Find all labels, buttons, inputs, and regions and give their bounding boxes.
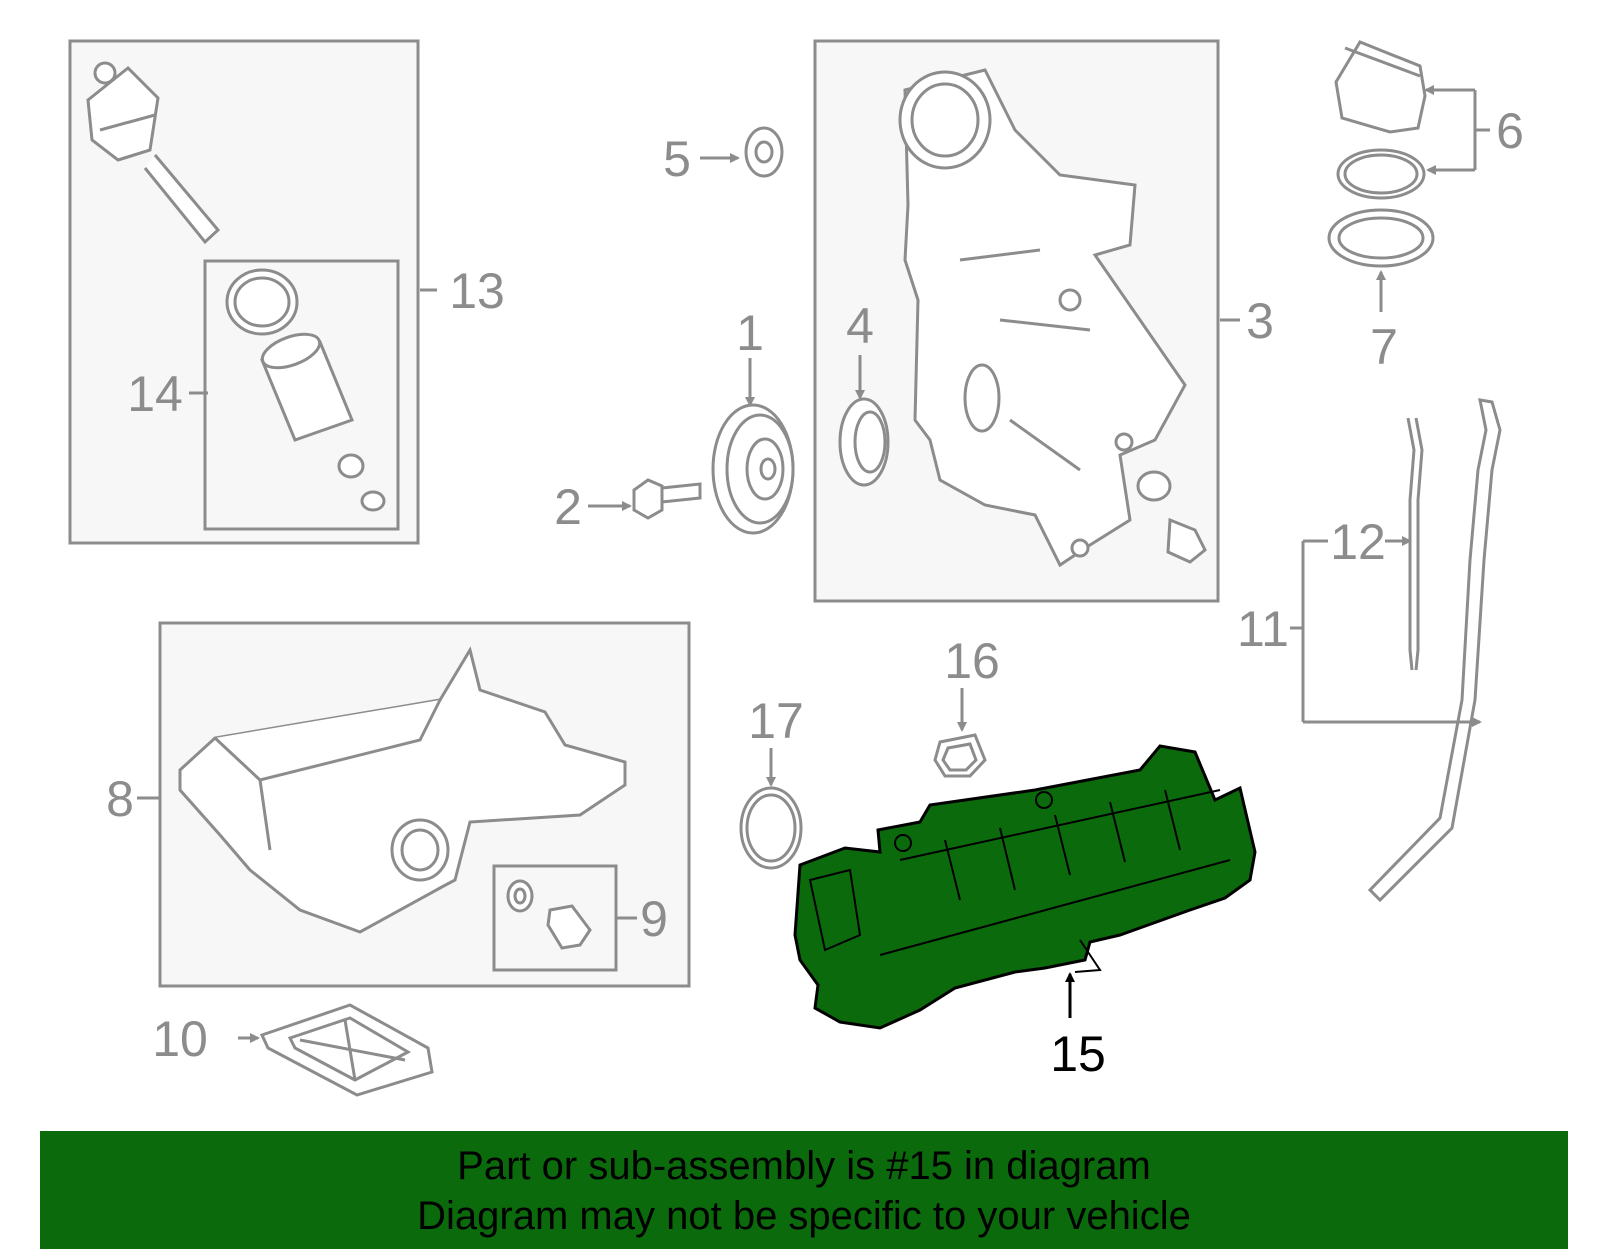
info-banner: Part or sub-assembly is #15 in diagram D… — [40, 1131, 1568, 1249]
callout-7: 7 — [1370, 319, 1398, 375]
part-11-12-dipstick — [1367, 398, 1502, 903]
part-1-pulley — [711, 403, 795, 535]
callout-2: 2 — [554, 479, 582, 535]
callout-10: 10 — [152, 1011, 208, 1067]
callout-14: 14 — [127, 366, 183, 422]
part-8-oil-pan — [178, 646, 627, 934]
callout-8: 8 — [106, 771, 134, 827]
part-7-seal-ring — [1327, 208, 1435, 268]
part-6-filler-cap — [1334, 40, 1427, 200]
callout-3: 3 — [1246, 293, 1274, 349]
banner-line-1: Part or sub-assembly is #15 in diagram — [457, 1144, 1151, 1188]
callout-4: 4 — [846, 298, 874, 354]
callout-1: 1 — [736, 305, 764, 361]
part-15-intake-manifold — [793, 744, 1257, 1030]
part-9-drain-plug — [506, 879, 592, 950]
part-3-timing-cover — [898, 68, 1207, 568]
callout-17: 17 — [748, 693, 804, 749]
part-5-plug — [744, 126, 784, 178]
callout-6: 6 — [1496, 103, 1524, 159]
callout-13: 13 — [449, 263, 505, 319]
part-2-bolt — [632, 478, 702, 520]
part-4-seal — [838, 397, 890, 487]
callout-11: 11 — [1237, 601, 1289, 657]
part-13-filter-cap — [86, 61, 221, 245]
part-16-gasket — [933, 733, 987, 778]
callout-16: 16 — [944, 633, 1000, 689]
callout-12: 12 — [1330, 514, 1386, 570]
part-17-o-ring — [739, 786, 803, 870]
part-14-filter-element — [225, 268, 386, 512]
part-10-gasket — [259, 1003, 434, 1097]
callout-9: 9 — [640, 891, 668, 947]
banner-line-2: Diagram may not be specific to your vehi… — [417, 1194, 1191, 1238]
leader-lines — [137, 85, 1490, 1043]
callout-5: 5 — [663, 131, 691, 187]
callout-15: 15 — [1050, 1026, 1106, 1082]
